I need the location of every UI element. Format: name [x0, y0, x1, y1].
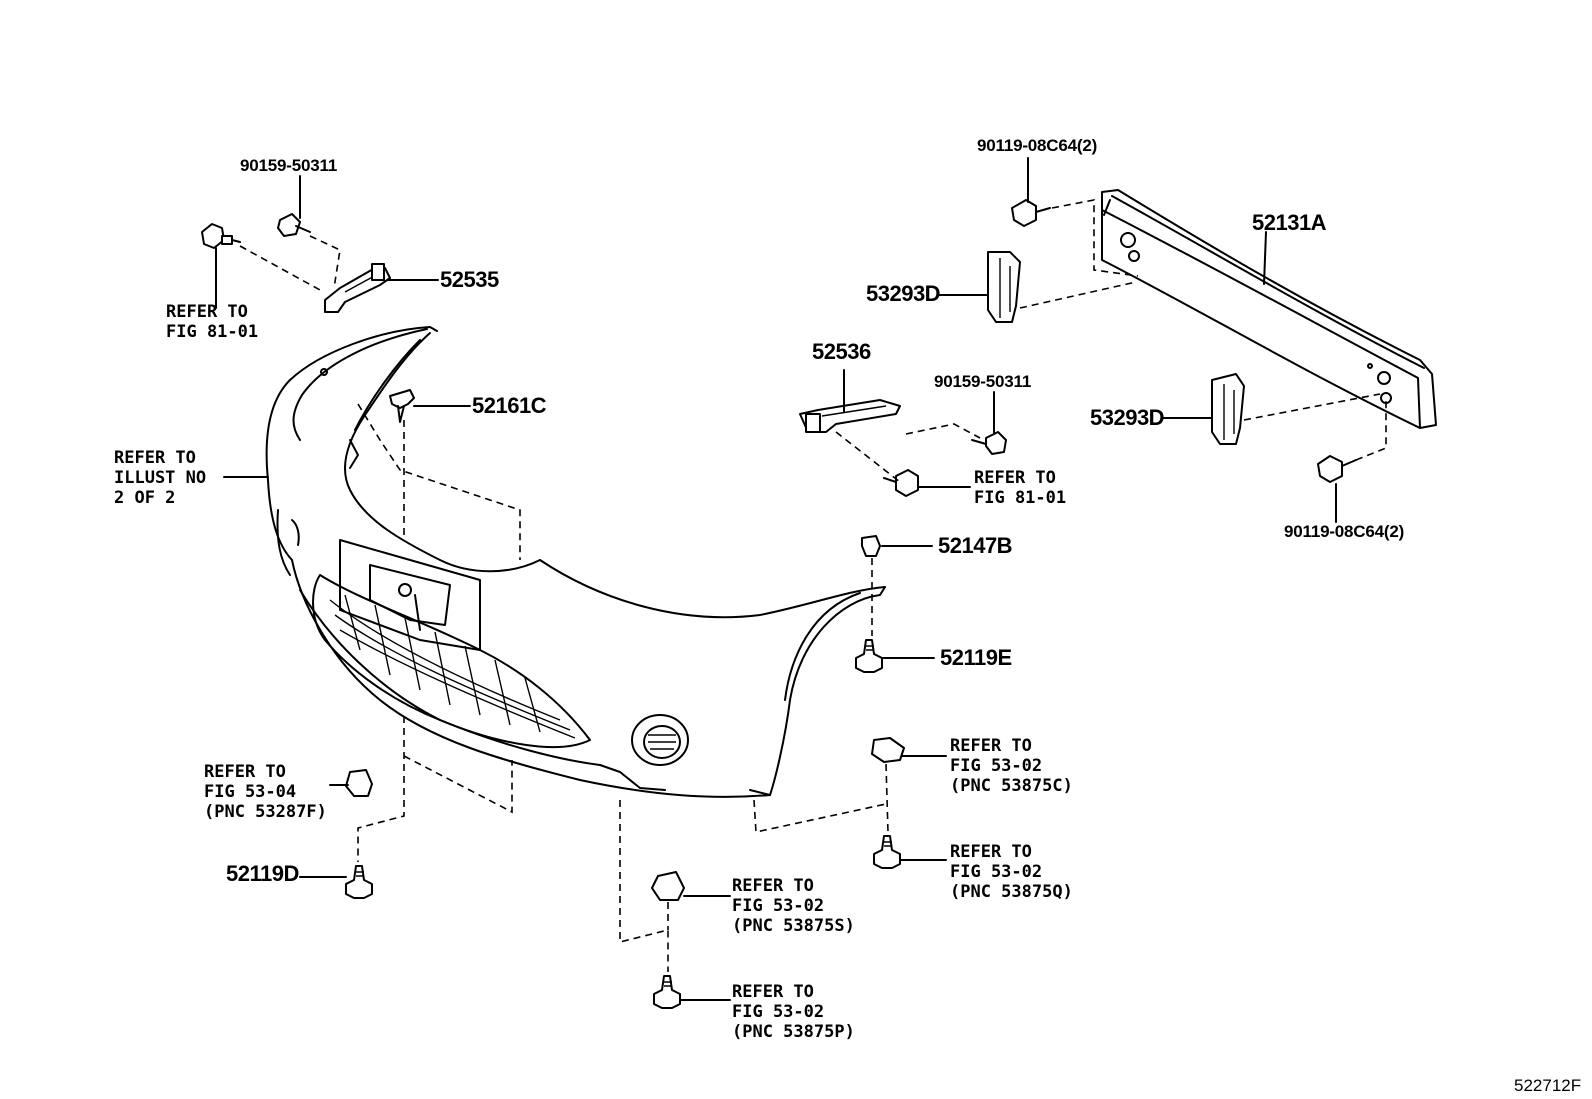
bracket-53293D-bottom: [1211, 373, 1245, 445]
refer-label-fig-53-02-53875P: REFER TO FIG 53-02 (PNC 53875P): [732, 982, 855, 1042]
assembly-lines: [239, 199, 1387, 972]
part-label-52119D: 52119D: [226, 861, 299, 886]
bolt-90119-08C64-bottom: [1317, 455, 1357, 483]
leader-lines: [215, 157, 1337, 1001]
bracket-52535: [324, 263, 391, 313]
part-label-90159-50311-a: 90159-50311: [240, 156, 338, 175]
part-label-90119-08C64-top: 90119-08C64(2): [977, 136, 1098, 155]
reinforcement-52131A: [1101, 189, 1437, 429]
bolt-90159-50311-b: [971, 431, 1007, 455]
clip-52161C: [389, 389, 415, 423]
screw-refer-53875P: [653, 975, 681, 1009]
refer-label-fig-53-02-53875Q: REFER TO FIG 53-02 (PNC 53875Q): [950, 842, 1073, 902]
refer-label-fig-81-01-b: REFER TO FIG 81-01: [974, 468, 1067, 508]
front-bumper-cover: [265, 326, 886, 798]
clip-refer-53875C: [871, 737, 905, 763]
refer-label-fig-53-02-53875C: REFER TO FIG 53-02 (PNC 53875C): [950, 736, 1073, 796]
bracket-52536: [799, 399, 901, 433]
bolt-90159-50311-a: [277, 213, 311, 237]
part-label-52131A: 52131A: [1252, 210, 1327, 235]
bolt-90119-08C64-top: [1011, 199, 1051, 227]
bracket-53293D-top: [987, 251, 1021, 323]
screw-refer-53875Q: [873, 835, 901, 869]
part-label-52535: 52535: [440, 267, 499, 292]
part-label-53293D-bottom: 53293D: [1090, 405, 1165, 430]
refer-label-fig-81-01-a: REFER TO FIG 81-01: [166, 302, 259, 342]
clip-refer-53875S: [651, 871, 685, 901]
figure-id: 522712F: [1514, 1076, 1582, 1095]
part-label-90159-50311-b: 90159-50311: [934, 372, 1032, 391]
screw-52119D: [345, 865, 373, 899]
part-label-90119-08C64-bottom: 90119-08C64(2): [1284, 522, 1405, 541]
part-label-52147B: 52147B: [938, 533, 1013, 558]
part-label-52536: 52536: [812, 339, 871, 364]
part-label-52161C: 52161C: [472, 393, 547, 418]
bolt-refer-81-01-b: [883, 469, 919, 497]
screw-52119E: [855, 639, 883, 673]
bolt-refer-81-01-a: [201, 223, 241, 249]
refer-label-fig-53-02-53875S: REFER TO FIG 53-02 (PNC 53875S): [732, 876, 855, 936]
refer-label-illust-2-of-2: REFER TO ILLUST NO 2 OF 2: [114, 448, 207, 508]
clip-refer-53287F: [345, 769, 373, 797]
part-label-53293D-top: 53293D: [866, 281, 941, 306]
clip-52147B: [861, 535, 881, 557]
refer-label-fig-53-04-53287F: REFER TO FIG 53-04 (PNC 53287F): [204, 762, 327, 822]
part-label-52119E: 52119E: [940, 645, 1012, 670]
